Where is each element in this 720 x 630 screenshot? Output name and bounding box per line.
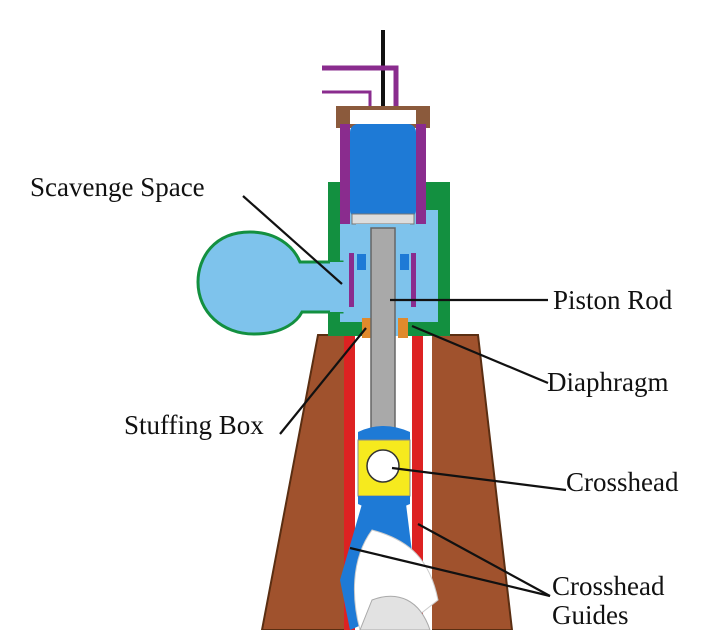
piston-rod [370,227,396,429]
leader-guides-left [349,546,551,598]
piston-crown [350,124,416,218]
label-crosshead-guides-line1: Crosshead [552,571,665,601]
crosshead-bearing-top [358,426,410,440]
fuel-pipe-lower [322,90,372,108]
cylinder-liner-right [416,124,426,224]
crosshead-guide-left [344,335,355,630]
label-scavenge-space: Scavenge Space [30,172,205,202]
fuel-pipe-upper [322,65,399,108]
leader-stuffing-box [279,327,367,435]
label-stuffing-box: Stuffing Box [124,410,264,440]
liner-skirt-left [349,253,354,307]
cylinder-liner-left [340,124,350,224]
scavenge-receiver-joint [330,262,344,312]
cylinder-cover-gap [350,110,416,124]
crosshead-guide-right [412,335,423,630]
liner-skirt-right [411,253,416,307]
stuffing-box-left [362,318,372,338]
label-crosshead: Crosshead [566,467,679,497]
scavenge-air-receiver [196,230,344,336]
piston-ring-right [400,254,409,270]
crosshead-pin [366,449,400,483]
label-piston-rod: Piston Rod [553,285,673,315]
leader-crosshead [391,466,567,492]
label-crosshead-guides-line2: Guides [552,600,629,630]
leader-guides-right [417,523,551,597]
label-diaphragm: Diaphragm [547,367,668,397]
stuffing-box-right [398,318,408,338]
leader-scavenge-space [242,195,343,285]
leader-diaphragm [411,324,549,385]
piston-ring-left [357,254,366,270]
piston-skirt [351,213,415,225]
